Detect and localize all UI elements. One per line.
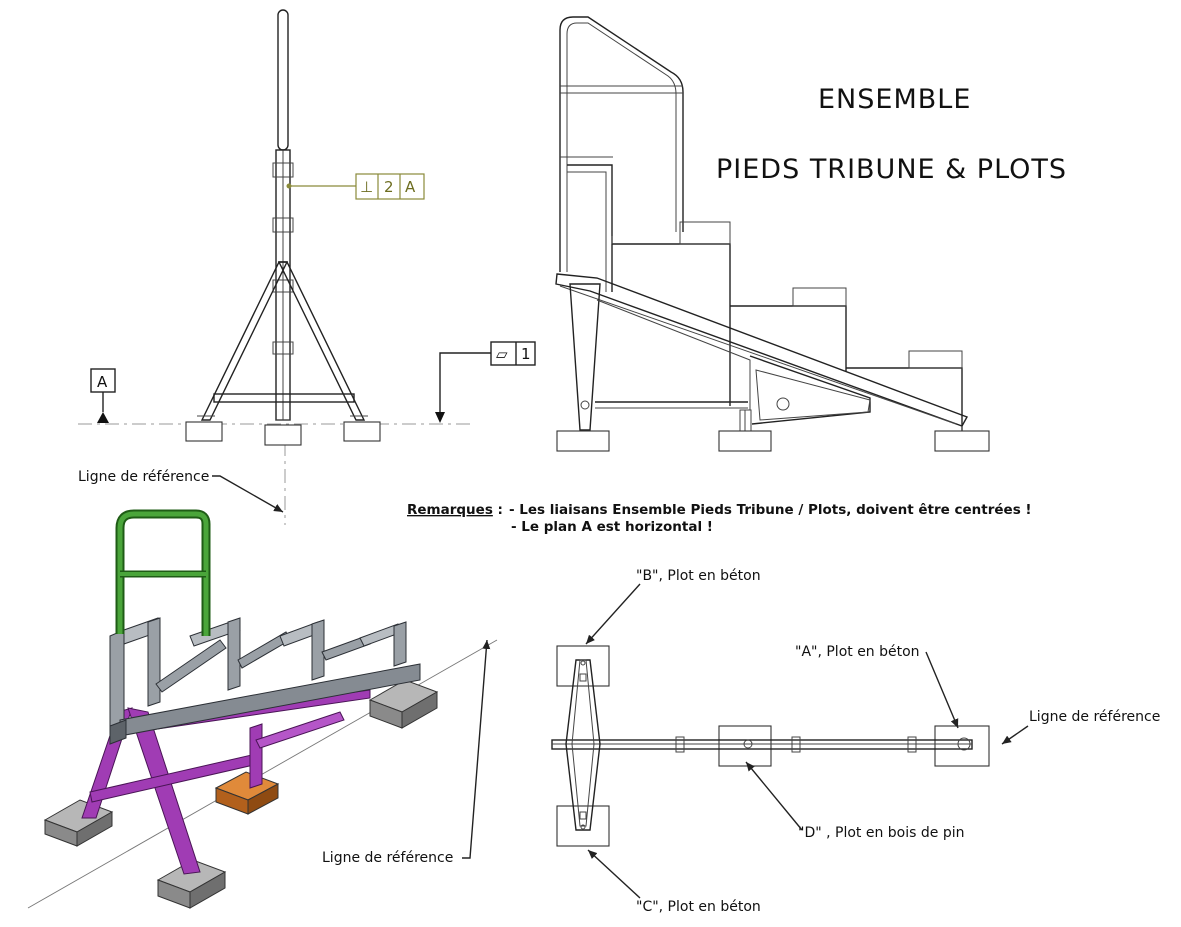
top-reference-line-label: Ligne de référence xyxy=(1029,709,1160,725)
perpendicularity-tolerance: 2 xyxy=(384,178,394,196)
iso-concrete-blocks xyxy=(43,679,439,909)
plot-b-rect xyxy=(556,645,610,687)
title-line-2: PIEDS TRIBUNE & PLOTS xyxy=(716,154,1067,185)
isometric-view: Ligne de référence xyxy=(27,509,498,909)
top-view: "B", Plot en béton "A", Plot en béton Li… xyxy=(551,568,1160,915)
front-view: ⊥ 2 A A ▱ 1 Ligne de référence xyxy=(78,9,536,525)
plot-b-label: "B", Plot en béton xyxy=(636,568,761,584)
title-line-1: ENSEMBLE xyxy=(818,84,971,115)
front-reference-line-label: Ligne de référence xyxy=(78,469,209,485)
perpendicularity-datum: A xyxy=(405,178,416,196)
flatness-symbol: ▱ xyxy=(496,345,508,363)
plot-a-rect xyxy=(934,725,990,767)
flatness-tolerance: 1 xyxy=(521,345,531,363)
datum-a-label: A xyxy=(97,373,108,391)
remarks-line-2: - Le plan A est horizontal ! xyxy=(511,519,713,535)
plot-a-label: "A", Plot en béton xyxy=(795,644,920,660)
plot-d-label: "D" , Plot en bois de pin xyxy=(798,825,964,841)
remarks-heading-word: Remarques xyxy=(407,502,493,518)
iso-frame xyxy=(109,617,421,745)
perpendicularity-symbol: ⊥ xyxy=(360,178,373,196)
remarks-separator: : xyxy=(493,502,503,518)
side-view xyxy=(555,16,990,452)
iso-legs xyxy=(81,689,371,875)
plot-d-rect xyxy=(718,725,772,767)
plot-c-rect xyxy=(556,805,610,847)
iso-reference-line-label: Ligne de référence xyxy=(322,850,453,866)
remarks-line-1: - Les liaisans Ensemble Pieds Tribune / … xyxy=(509,502,1032,518)
plot-c-label: "C", Plot en béton xyxy=(636,899,761,915)
iso-wood-block xyxy=(214,771,280,815)
remarks: Remarques : - Les liaisans Ensemble Pied… xyxy=(407,502,1032,535)
remarks-heading: Remarques : xyxy=(407,502,503,518)
